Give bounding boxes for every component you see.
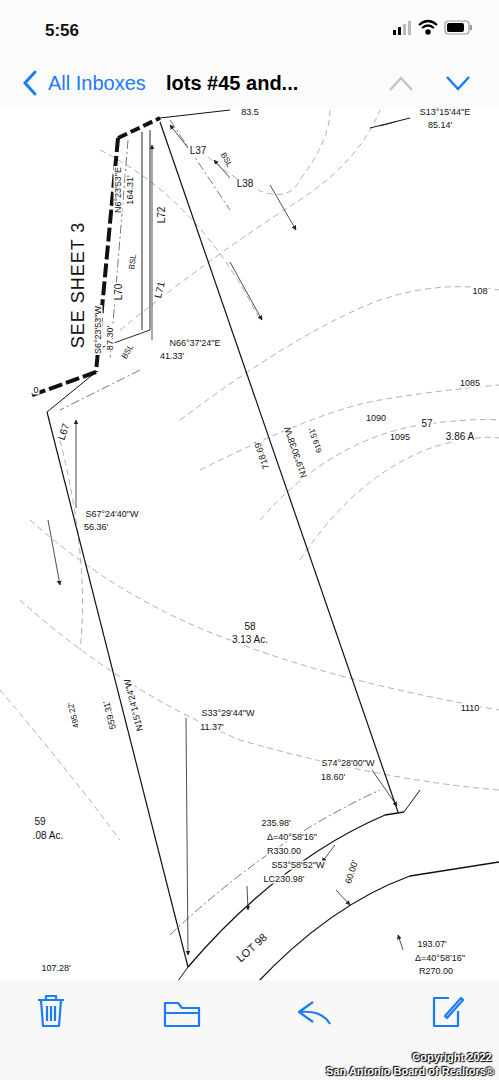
- plat-label: LC230.98': [263, 875, 306, 884]
- plat-label: Δ=40°58'16": [414, 954, 466, 963]
- plat-label: N6°23'53"E: [114, 166, 123, 214]
- wifi-icon: [419, 21, 437, 34]
- plat-label: 1095: [389, 433, 411, 442]
- plat-label: 3.86 A: [445, 432, 475, 442]
- plat-label: S53°58'52"W: [270, 861, 325, 870]
- status-time: 5:56: [45, 22, 79, 39]
- plat-label: 59: [33, 817, 46, 827]
- plat-label: L70: [114, 283, 124, 302]
- email-subject: lots #45 and...: [166, 73, 298, 93]
- plat-label: 56.36': [83, 523, 109, 532]
- plat-label: 57: [420, 419, 433, 429]
- plat-label: 83.5: [240, 108, 260, 117]
- down-chevron: [447, 77, 469, 89]
- plat-label: L72: [157, 206, 167, 225]
- nav-back-label: All Inboxes: [48, 73, 146, 93]
- lot-lines: [30, 110, 499, 985]
- watermark: Copyright 2022: [412, 1052, 491, 1063]
- plat-label: S67°24'40"W: [84, 510, 139, 519]
- plat-label: S13°15'44"E: [419, 108, 472, 117]
- plat-label: Δ=40°58'16": [266, 833, 318, 842]
- plat-label: R270.00: [418, 967, 454, 976]
- battery-icon: [445, 21, 472, 34]
- plat-label: 1090: [365, 414, 387, 423]
- plat-label: 11.37': [199, 723, 225, 732]
- plat-label: S6°23'53"W: [94, 305, 103, 355]
- plat-label: 1110: [460, 704, 481, 713]
- mail-toolbar: [0, 980, 499, 1080]
- setback-lines: [60, 120, 380, 935]
- plat-label: 193.07': [416, 940, 447, 949]
- plat-label: 41.33': [159, 352, 185, 361]
- toolbar-icons: [38, 996, 463, 1026]
- leader-lines: [48, 122, 403, 955]
- plat-label: 87.30': [106, 325, 115, 351]
- sheet-reference: SEE SHEET 3: [69, 221, 87, 350]
- signal-icon: [393, 21, 411, 35]
- plat-label: .08 Ac.: [32, 831, 65, 841]
- plat-label: R330.00: [266, 847, 302, 856]
- plat-label: 18.60': [320, 773, 346, 782]
- plat-label: 107.28': [40, 964, 71, 973]
- plat-label: 108: [471, 287, 488, 296]
- plat-label: 0: [32, 386, 39, 395]
- plat-label: 1085: [459, 379, 481, 388]
- plat-label: 3.13 Ac.: [231, 635, 269, 645]
- contour-lines: [0, 110, 499, 840]
- plat-label: 85.14': [427, 121, 453, 130]
- plat-label: S33°29'44"W: [200, 709, 255, 718]
- back-chevron: [25, 72, 35, 94]
- plat-label: 58: [243, 622, 256, 632]
- plat-label: L37: [189, 146, 208, 156]
- plat-label: 164.31': [126, 174, 135, 205]
- watermark: San Antonio Board of Realtors®: [326, 1066, 494, 1077]
- mail-header: [0, 0, 499, 108]
- plat-label: L38: [236, 179, 255, 189]
- plat-label: S74°28'00"W: [320, 759, 375, 768]
- plat-label: N66°37'24"E: [168, 339, 221, 348]
- up-chevron: [390, 78, 412, 90]
- plat-label: 235.98': [260, 819, 291, 828]
